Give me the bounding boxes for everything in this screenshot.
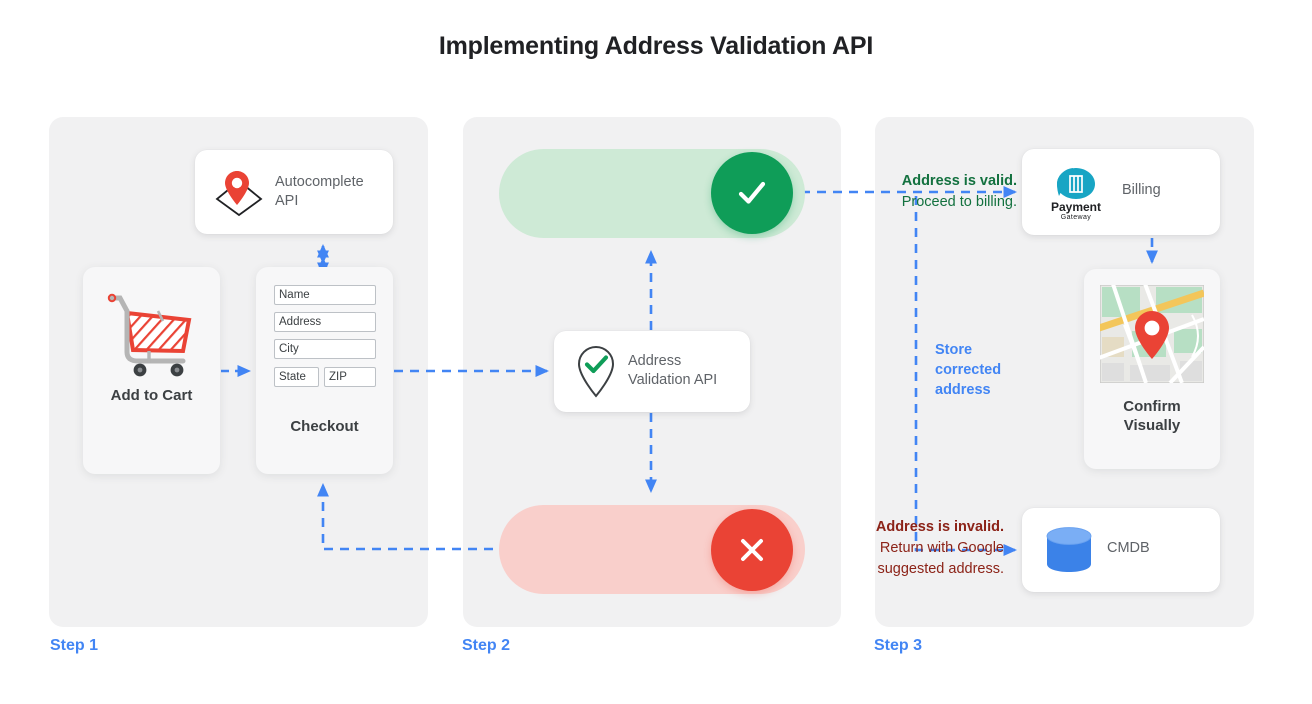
confirm-visually-card[interactable]: Confirm Visually (1084, 269, 1220, 469)
annotation-line2: corrected (935, 362, 1002, 378)
autocomplete-label-line1: Autocomplete (275, 174, 364, 190)
confirm-caption-line1: Confirm (1123, 398, 1181, 415)
map-thumbnail-icon (1100, 285, 1204, 383)
map-pin-diamond-icon (215, 171, 263, 217)
cmdb-label: CMDB (1107, 540, 1150, 556)
confirm-caption-line2: Visually (1123, 417, 1181, 434)
address-invalid-detail-line1: Return with Google (879, 540, 1004, 556)
address-invalid-headline: Address is invalid. (875, 519, 1004, 535)
annotation-line3: address (935, 382, 991, 398)
check-icon (738, 181, 766, 204)
pin-check-icon (577, 345, 615, 398)
valid-status-badge (711, 152, 793, 234)
address-valid-text: Address is valid. Proceed to billing. (517, 171, 1017, 213)
checkout-zip-field[interactable]: ZIP (324, 367, 376, 387)
confirm-visually-caption: Confirm Visually (1084, 397, 1220, 435)
checkout-caption: Checkout (290, 418, 359, 435)
address-validation-api-card[interactable]: Address Validation API (554, 331, 750, 412)
address-invalid-detail-line2: suggested address. (877, 561, 1004, 577)
address-valid-headline: Address is valid. (901, 173, 1017, 189)
autocomplete-label-line2: API (275, 193, 299, 209)
shopping-cart-icon (107, 293, 192, 377)
payment-logo-secondary-text: Gateway (1061, 214, 1092, 221)
step-1-label: Step 1 (50, 637, 99, 654)
close-icon (741, 539, 763, 561)
payment-logo-primary-text: Payment (1051, 200, 1101, 214)
checkout-card[interactable]: Name Address City State ZIP Checkout (256, 267, 393, 474)
database-icon (1046, 527, 1092, 572)
validation-label-line2: Validation API (628, 372, 718, 388)
annotation-line1: Store (935, 342, 973, 358)
validation-label-line1: Address (628, 353, 682, 369)
payment-gateway-logo: Payment Gateway (1051, 168, 1101, 221)
autocomplete-api-card[interactable]: Autocomplete API (195, 150, 393, 234)
step-3-label: Step 3 (874, 637, 923, 654)
billing-card[interactable]: Payment Gateway Billing (1022, 149, 1220, 235)
checkout-name-field[interactable]: Name (274, 285, 376, 305)
address-valid-detail: Proceed to billing. (901, 194, 1017, 210)
checkout-address-field[interactable]: Address (274, 312, 376, 332)
step-2-label: Step 2 (462, 637, 511, 654)
add-to-cart-caption: Add to Cart (110, 387, 193, 404)
add-to-cart-card[interactable]: Add to Cart (83, 267, 220, 474)
store-corrected-address-annotation: Store corrected address (935, 340, 1045, 400)
address-invalid-text: Address is invalid. Return with Google s… (517, 517, 1004, 580)
address-validation-api-label: Address Validation API (628, 352, 744, 390)
cmdb-card[interactable]: CMDB (1022, 508, 1220, 592)
page-title: Implementing Address Validation API (438, 32, 874, 60)
invalid-status-badge (711, 509, 793, 591)
autocomplete-api-label: Autocomplete API (275, 173, 385, 211)
checkout-city-field[interactable]: City (274, 339, 376, 359)
checkout-state-field[interactable]: State (274, 367, 319, 387)
billing-label: Billing (1122, 182, 1161, 198)
